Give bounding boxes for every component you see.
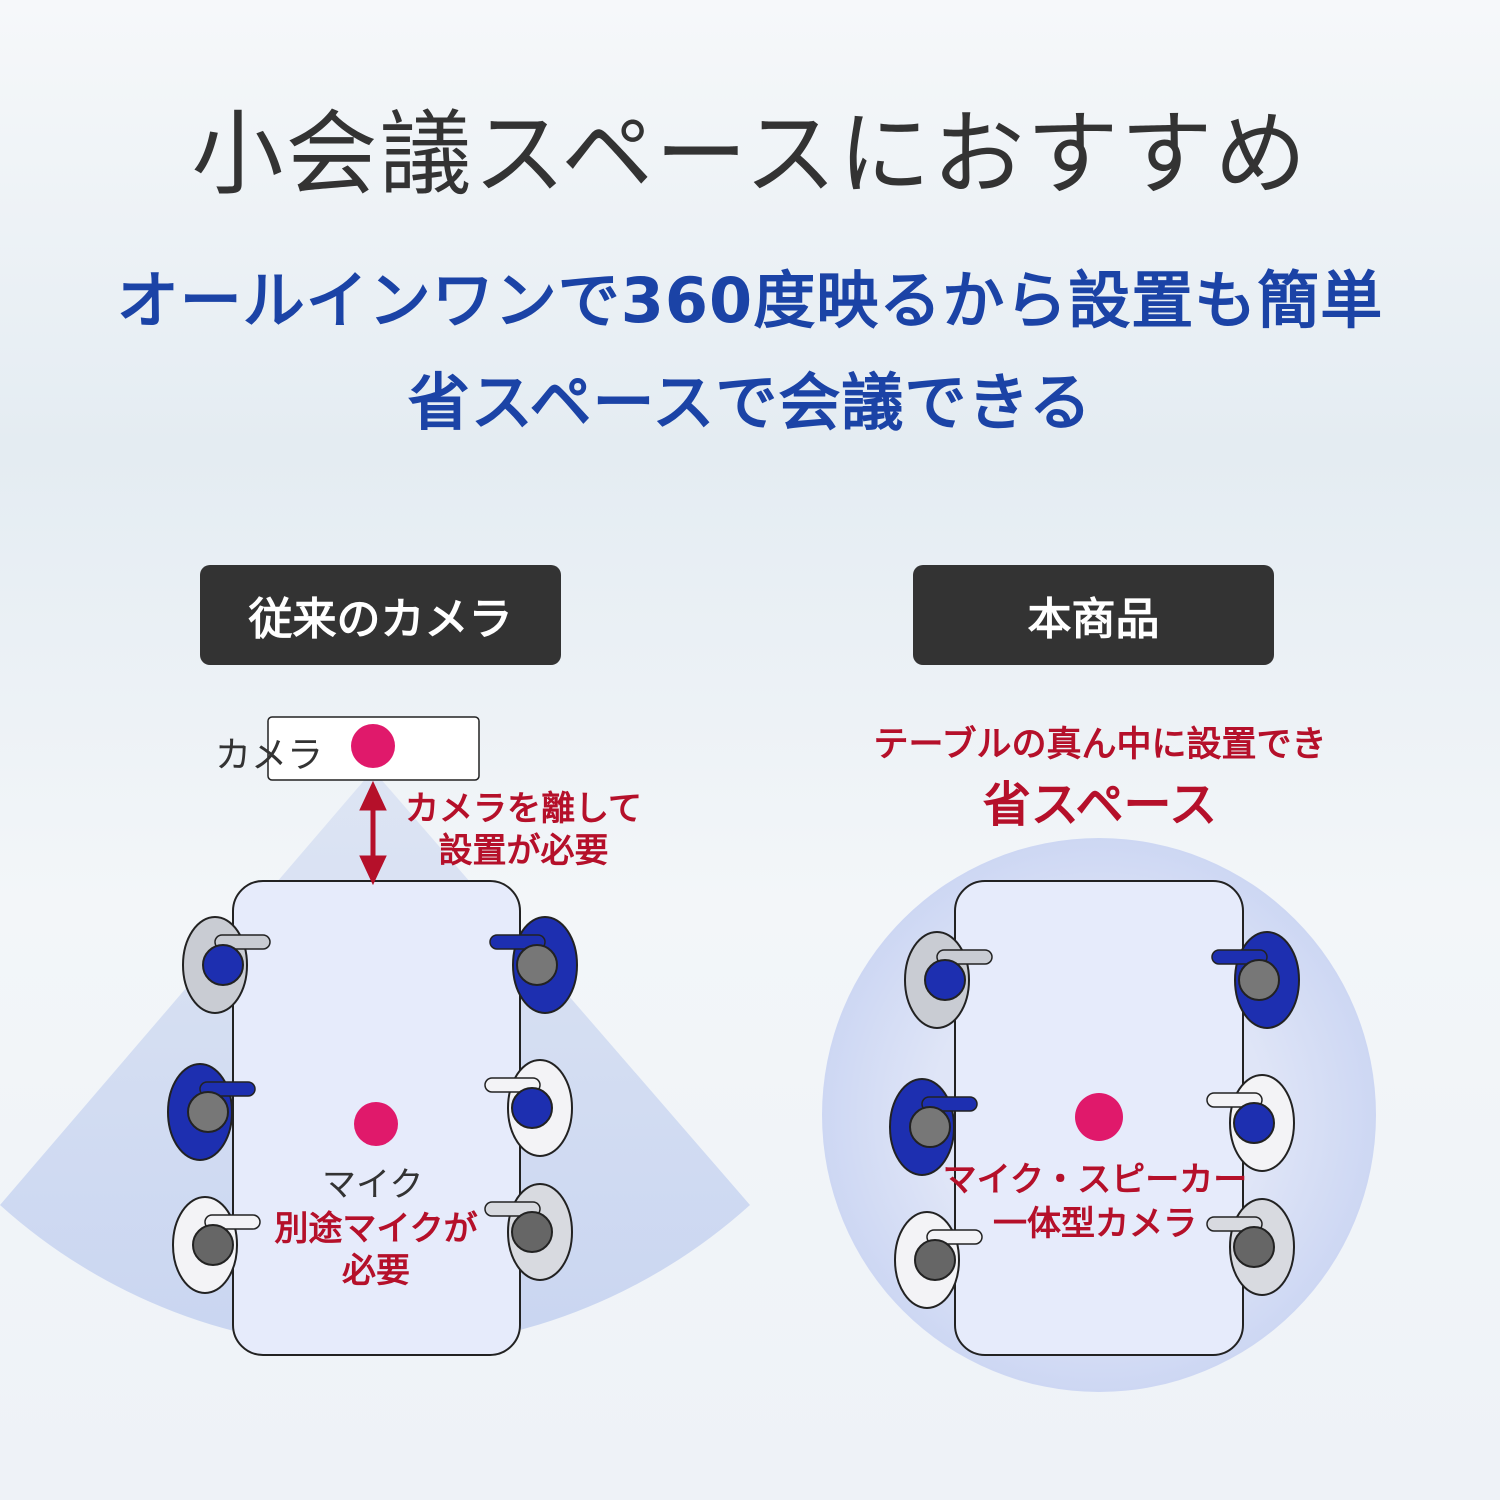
distance-note-line-1: カメラを離して <box>405 789 642 829</box>
person-illustration <box>889 1078 978 1176</box>
person-illustration <box>182 916 271 1014</box>
person-illustration <box>894 1211 983 1309</box>
distance-note-line-2: 設置が必要 <box>438 831 609 871</box>
camera-dot <box>351 724 395 768</box>
person-illustration <box>489 916 578 1014</box>
this-product-label: 本商品 <box>913 565 1274 665</box>
conventional-camera-label: 従来のカメラ <box>200 565 561 665</box>
mic-note-line-1: 別途マイクが <box>274 1209 478 1249</box>
device-label-line-2: 一体型カメラ <box>993 1204 1197 1244</box>
camera-label: カメラ <box>215 735 324 776</box>
product-device-dot <box>1075 1093 1123 1141</box>
subtitle-line-1: オールインワンで360度映るから設置も簡単 <box>116 264 1384 337</box>
person-illustration <box>172 1196 261 1294</box>
mic-dot <box>354 1102 398 1146</box>
distance-note: カメラを離して 設置が必要 <box>405 788 642 872</box>
product-note: テーブルの真ん中に設置でき <box>873 725 1327 765</box>
mic-note-line-2: 必要 <box>342 1251 410 1291</box>
product-note-emphasis: 省スペース <box>982 777 1218 833</box>
device-label-line-1: マイク・スピーカー <box>942 1160 1248 1200</box>
mic-note: 別途マイクが 必要 <box>266 1208 486 1292</box>
mic-label: マイク <box>322 1165 424 1205</box>
person-illustration <box>1206 1198 1295 1296</box>
page-title: 小会議スペースにおすすめ <box>191 101 1309 208</box>
device-label: マイク・スピーカー 一体型カメラ <box>900 1158 1290 1246</box>
person-illustration <box>484 1059 573 1157</box>
distance-arrow <box>359 780 387 886</box>
person-illustration <box>1206 1074 1295 1172</box>
subtitle-line-2: 省スペースで会議できる <box>407 366 1093 439</box>
person-illustration <box>1211 931 1300 1029</box>
person-illustration <box>904 931 993 1029</box>
person-illustration <box>484 1183 573 1281</box>
person-illustration <box>167 1063 256 1161</box>
